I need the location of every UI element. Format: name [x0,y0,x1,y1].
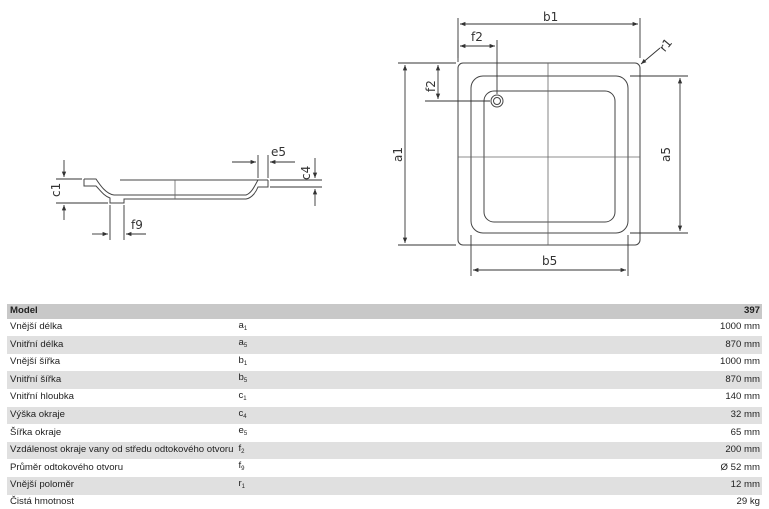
spec-header-value: 397 [717,304,762,319]
spec-label: Výška okraje [7,406,236,425]
dim-a1 [398,62,456,246]
spec-label: Vzdálenost okraje vany od středu odtokov… [7,441,236,460]
spec-symbol: c1 [235,389,717,407]
spec-value: 1000 mm [720,321,760,333]
spec-label: Vnější šířka [10,356,61,368]
spec-header-row: Model 397 [7,304,762,319]
spec-value: 12 mm [717,476,762,495]
spec-symbol-letter: f [238,442,242,454]
spec-row: Čistá hmotnost 29 kg [7,495,762,509]
spec-value: 870 mm [717,336,762,354]
spec-symbol: r1 [235,476,717,495]
dim-b1 [457,18,641,58]
spec-symbol-subscript: 5 [243,378,248,385]
dim-b5 [470,235,629,276]
spec-value: 29 kg [736,495,760,507]
spec-symbol-subscript: 1 [243,360,248,367]
spec-value: 870 mm [717,371,762,389]
spec-symbol-letter: b [238,372,244,384]
spec-symbol-subscript: 2 [241,448,245,455]
label-c1: c1 [49,183,63,197]
label-r1: r1 [656,36,675,55]
spec-symbol-subscript: 1 [243,395,247,402]
spec-symbol-letter: f [238,460,242,472]
drain-hole [490,94,504,108]
spec-symbol: b5 [235,371,717,389]
spec-symbol-subscript: 1 [241,483,246,490]
technical-drawing: b1 f2 r1 f2 a1 a5 b5 [49,10,688,276]
label-b1: b1 [543,10,558,24]
spec-symbol-subscript: 5 [243,343,248,350]
spec-symbol-subscript: 4 [243,413,247,420]
tray-inner-outline [470,75,629,234]
spec-row: Vnitřní hloubka c1 140 mm [7,389,762,407]
spec-symbol: c4 [235,406,717,425]
spec-label: Šířka okraje [10,426,62,438]
spec-header-label: Model [7,304,236,319]
spec-row: Šířka okraje e5 65 mm [7,424,762,442]
label-c4: c4 [299,166,313,180]
spec-symbol: e5 [235,424,717,442]
spec-label: Vnitřní hloubka [10,391,74,403]
label-f2-side: f2 [424,80,438,92]
spec-value: 65 mm [730,426,760,438]
spec-symbol-letter: a [238,337,244,349]
label-e5: e5 [271,145,286,159]
spec-label: Vnitřní šířka [7,371,236,389]
label-f2-top: f2 [471,30,483,44]
spec-symbol-subscript: 9 [241,466,245,473]
spec-symbol-subscript: 1 [243,325,248,332]
spec-value: 1000 mm [720,356,760,368]
dim-r1 [640,47,661,65]
dim-c1 [56,160,108,220]
spec-symbol: a1 [235,319,717,337]
spec-symbol: a5 [235,336,717,354]
plan-view [457,62,641,246]
spec-symbol-letter: r [238,477,242,489]
spec-label: Vnější poloměr [7,476,236,495]
label-f9: f9 [131,218,143,232]
tray-outer-outline [457,62,641,246]
spec-symbol-subscript: 5 [243,431,248,438]
dim-f9 [92,205,146,240]
spec-value: Ø 52 mm [720,461,760,473]
section-view [83,178,269,204]
spec-label: Vnitřní délka [7,336,236,354]
dim-c4 [270,158,322,206]
spec-value: 140 mm [725,391,760,403]
spec-symbol-letter: e [238,425,244,437]
tray-section-profile [83,179,269,204]
dim-f2-top [457,40,498,94]
label-a1: a1 [391,147,405,162]
spec-label: Čistá hmotnost [10,495,74,507]
spec-value: 200 mm [717,441,762,460]
spec-row: Vzdálenost okraje vany od středu odtokov… [7,441,762,460]
spec-symbol-letter: b [238,354,244,366]
dim-e5 [232,155,295,178]
spec-symbol: f9 [235,459,717,477]
spec-value: 32 mm [717,406,762,425]
spec-symbol [235,495,717,509]
spec-symbol-letter: a [238,319,244,331]
spec-label: Vnější délka [10,321,63,333]
spec-symbol-letter: c [238,389,244,401]
label-a5: a5 [659,147,673,162]
label-b5: b5 [542,254,557,268]
tray-floor-outline [483,90,616,223]
spec-symbol: b1 [235,354,717,372]
spec-symbol-letter: c [238,407,244,419]
spec-symbol: f2 [235,441,717,460]
spec-label: Průměr odtokového otvoru [10,461,124,473]
dim-a5 [630,75,688,234]
